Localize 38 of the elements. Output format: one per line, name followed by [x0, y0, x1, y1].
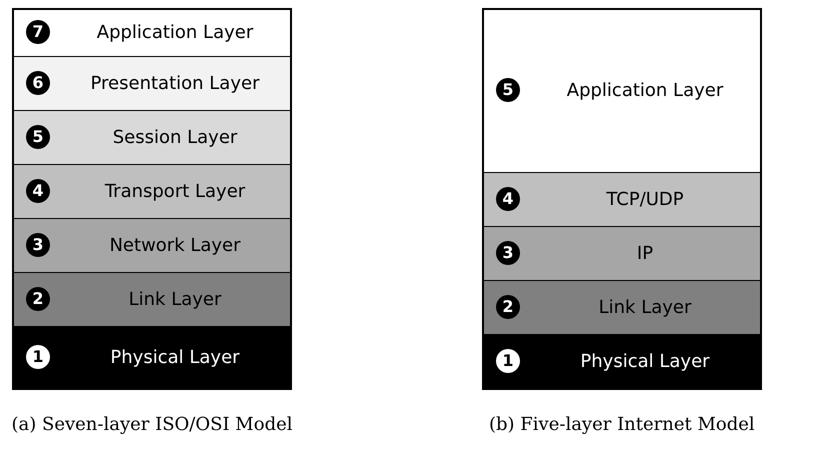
layer-box	[14, 110, 290, 164]
layer-box	[484, 172, 760, 226]
number-badge: 4	[26, 179, 50, 203]
layer-label: Session Layer	[112, 126, 238, 148]
number-badge: 3	[496, 241, 520, 265]
number-badge: 5	[496, 78, 520, 102]
layer-label: Network Layer	[108, 234, 242, 256]
layer-label: Transport Layer	[104, 180, 246, 202]
layer-label: Physical Layer	[579, 350, 711, 372]
layer-box	[484, 226, 760, 280]
number-badge: 2	[496, 295, 520, 319]
layer-box	[484, 334, 760, 388]
layer-box	[484, 280, 760, 334]
layer-stack	[12, 8, 292, 390]
number-badge: 4	[496, 187, 520, 211]
layer-label: Link Layer	[128, 288, 222, 310]
number-badge: 3	[26, 233, 50, 257]
layer-box	[14, 164, 290, 218]
layer-label: IP	[636, 242, 654, 264]
number-badge: 1	[26, 345, 50, 369]
number-badge: 1	[496, 349, 520, 373]
layer-box	[14, 326, 290, 388]
layer-label: Presentation Layer	[90, 72, 260, 94]
number-badge: 2	[26, 287, 50, 311]
layer-stack	[482, 8, 762, 390]
stack-title: (b) Five-layer Internet Model	[489, 414, 755, 435]
layer-label: Physical Layer	[109, 346, 241, 368]
number-badge: 5	[26, 125, 50, 149]
layer-label: TCP/UDP	[605, 188, 685, 210]
stack-title: (a) Seven-layer ISO/OSI Model	[12, 414, 292, 435]
number-badge: 7	[26, 20, 50, 44]
layer-label: Application Layer	[96, 22, 254, 42]
layer-box	[14, 272, 290, 326]
layer-box	[14, 218, 290, 272]
number-badge: 6	[26, 71, 50, 95]
layer-label: Application Layer	[566, 80, 724, 100]
layer-box	[14, 56, 290, 110]
layer-label: Link Layer	[598, 296, 692, 318]
